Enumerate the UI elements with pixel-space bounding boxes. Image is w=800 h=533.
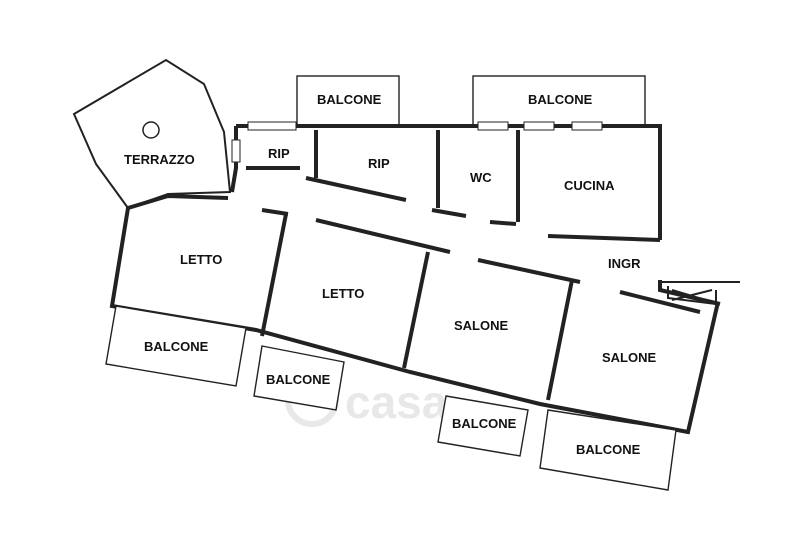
label-balcone-top-right: BALCONE [528,92,593,107]
label-balcone-bottom-3: BALCONE [452,416,517,431]
outer-wall-bottom [109,193,720,435]
label-ingr: INGR [608,256,641,271]
balcony-bottom-2 [253,345,345,411]
watermark-text: casa [345,376,448,428]
wall-salone1-salone2 [546,279,574,401]
outer-wall-top [236,124,662,240]
wall-letto1-letto2 [260,213,288,337]
balcony-top-left [296,75,400,127]
wall-letto-top-1 [261,208,289,216]
label-cucina: CUCINA [564,178,615,193]
balcony-bottom-3 [437,395,529,457]
entry-landing [667,286,717,306]
label-salone-2: SALONE [602,350,657,365]
balcony-bottom-1 [105,305,247,387]
label-salone-1: SALONE [454,318,509,333]
wall-letto2-salone1 [402,251,430,369]
label-balcone-top-left: BALCONE [317,92,382,107]
label-letto-2: LETTO [322,286,364,301]
wall-rip2-bottom [305,176,407,202]
wall-wc-bottom-2 [489,220,517,226]
label-rip-2: RIP [368,156,390,171]
label-wc: WC [470,170,492,185]
label-balcone-bottom-2: BALCONE [266,372,331,387]
label-letto-1: LETTO [180,252,222,267]
wall-letto2-top [315,218,451,254]
wall-cucina-bottom [547,234,661,242]
label-balcone-bottom-1: BALCONE [144,339,209,354]
window-marks [231,121,603,163]
balcony-top-right [472,75,646,127]
wall-wc-bottom [431,208,467,218]
balcony-bottom-4 [539,409,677,491]
label-balcone-bottom-4: BALCONE [576,442,641,457]
wall-salone2-top [619,290,701,314]
label-terrazzo: TERRAZZO [124,152,195,167]
wall-salone1-top [477,258,581,284]
terrace-outline [72,58,232,210]
label-rip-1: RIP [268,146,290,161]
terrace-drain-icon [142,121,160,139]
